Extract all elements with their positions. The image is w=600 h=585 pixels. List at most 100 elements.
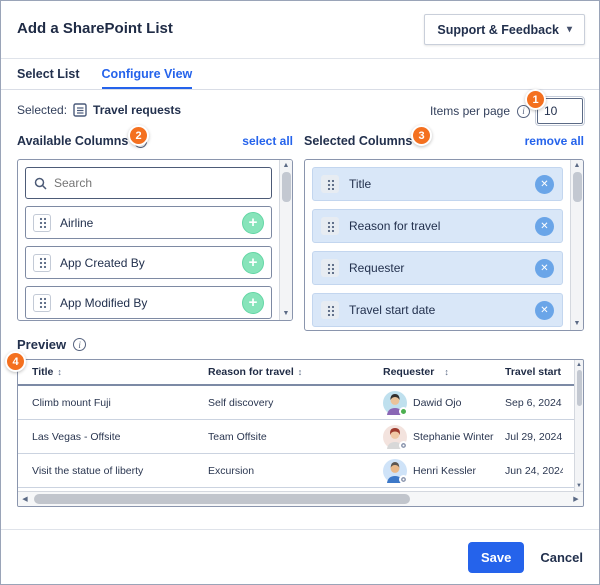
info-icon[interactable]: i <box>517 104 530 118</box>
selected-column-row[interactable]: Requester ✕ <box>312 251 563 285</box>
remove-column-button[interactable]: ✕ <box>535 300 554 320</box>
table-row: Climb mount Fuji Self discovery Dawid Oj… <box>18 386 574 420</box>
selected-label: Selected: <box>17 103 68 117</box>
requester-name: Henri Kessler <box>413 464 477 477</box>
scrollbar-thumb[interactable] <box>572 172 582 202</box>
support-feedback-button[interactable]: Support & Feedback ▾ <box>424 14 585 45</box>
selected-column-label: Title <box>349 177 372 191</box>
available-column-label: App Created By <box>60 255 145 270</box>
cell-requester: Henri Kessler <box>383 458 505 483</box>
search-box[interactable] <box>25 167 272 199</box>
drag-handle-icon[interactable] <box>33 253 51 272</box>
tab-select-list[interactable]: Select List <box>17 67 80 81</box>
footer: Save Cancel <box>467 542 583 573</box>
items-per-page-label: Items per page <box>429 104 510 118</box>
scroll-down-icon[interactable]: ▼ <box>282 310 290 317</box>
save-button[interactable]: Save <box>467 542 525 573</box>
scroll-down-icon[interactable]: ▼ <box>573 320 581 327</box>
cancel-button[interactable]: Cancel <box>540 550 583 565</box>
table-row: Las Vegas - Offsite Team Offsite Stephan… <box>18 420 574 454</box>
available-scrollbar[interactable]: ▲ ▼ <box>279 160 292 320</box>
chevron-down-icon: ▾ <box>566 24 572 35</box>
select-all-link[interactable]: select all <box>242 134 293 148</box>
items-per-page-group: Items per page i <box>429 96 585 126</box>
selected-columns-header: Selected Columns remove all <box>304 134 584 148</box>
scrollbar-track[interactable] <box>32 492 569 506</box>
selected-column-label: Requester <box>349 261 405 275</box>
preview-header: Preview i <box>17 337 87 352</box>
annotation-badge-2: 2 <box>128 125 149 146</box>
add-column-button[interactable]: + <box>242 291 264 314</box>
add-column-button[interactable]: + <box>242 251 264 274</box>
drag-handle-icon[interactable] <box>321 217 339 235</box>
table-row: Visit the statue of liberty Excursion He… <box>18 454 574 488</box>
annotation-badge-3: 3 <box>411 125 432 146</box>
remove-column-button[interactable]: ✕ <box>535 216 554 236</box>
available-column-label: App Modified By <box>60 295 148 310</box>
remove-all-link[interactable]: remove all <box>524 134 584 148</box>
avatar <box>383 424 408 449</box>
cell-date: Jul 29, 2024 <box>505 430 563 443</box>
avatar <box>383 458 408 483</box>
add-column-button[interactable]: + <box>242 211 264 234</box>
preview-title: Preview <box>17 337 67 352</box>
selected-column-label: Travel start date <box>349 303 436 317</box>
drag-handle-icon[interactable] <box>33 213 51 232</box>
drag-handle-icon[interactable] <box>321 259 339 277</box>
cell-reason: Excursion <box>208 464 255 477</box>
cell-requester: Stephanie Winter <box>383 424 505 449</box>
cell-date: Jun 24, 2024 <box>505 464 563 477</box>
scrollbar-thumb[interactable] <box>576 370 582 406</box>
sort-icon: ↕ <box>57 367 62 377</box>
tab-configure-view[interactable]: Configure View <box>101 67 193 90</box>
scroll-down-icon[interactable]: ▼ <box>576 483 582 489</box>
available-columns-header: Available Columns i select all <box>17 134 293 148</box>
scrollbar-thumb[interactable] <box>281 172 291 202</box>
presence-offline-icon <box>399 474 408 483</box>
requester-name: Stephanie Winter <box>413 430 494 443</box>
selected-columns-panel: Title ✕ Reason for travel ✕ Requester ✕ … <box>304 159 584 331</box>
cell-title: Climb mount Fuji <box>32 396 111 409</box>
scroll-left-icon[interactable]: ◀ <box>22 496 28 503</box>
preview-vertical-scrollbar[interactable]: ▲ ▼ <box>574 360 583 491</box>
column-header-title[interactable]: Title↕ <box>32 366 62 378</box>
available-column-row[interactable]: App Modified By + <box>25 286 272 319</box>
presence-available-icon <box>399 406 408 415</box>
requester-name: Dawid Ojo <box>413 396 462 409</box>
column-header-date[interactable]: Travel start date <box>505 366 563 378</box>
scroll-up-icon[interactable]: ▲ <box>576 362 582 368</box>
selected-column-row[interactable]: Reason for travel ✕ <box>312 209 563 243</box>
support-feedback-label: Support & Feedback <box>437 22 559 37</box>
column-header-requester[interactable]: Requester↕ <box>383 366 449 378</box>
column-header-reason[interactable]: Reason for travel↕ <box>208 366 303 378</box>
presence-offline-icon <box>399 440 408 449</box>
selected-column-row[interactable]: Travel start date ✕ <box>312 293 563 327</box>
scrollbar-thumb[interactable] <box>34 494 410 504</box>
preview-table-panel: Title↕ Reason for travel↕ Requester↕ Tra… <box>17 359 584 507</box>
preview-table-header-row: Title↕ Reason for travel↕ Requester↕ Tra… <box>18 360 574 386</box>
drag-handle-icon[interactable] <box>321 301 339 319</box>
tab-bar: Select List Configure View <box>17 67 193 90</box>
remove-column-button[interactable]: ✕ <box>535 174 554 194</box>
search-input[interactable] <box>54 176 263 190</box>
selected-columns-title: Selected Columns <box>304 134 413 148</box>
info-icon[interactable]: i <box>73 338 87 351</box>
selected-scrollbar[interactable]: ▲ ▼ <box>570 160 583 330</box>
search-icon <box>34 177 47 190</box>
available-column-row[interactable]: App Created By + <box>25 246 272 279</box>
drag-handle-icon[interactable] <box>33 293 51 312</box>
tab-bar-divider <box>1 89 599 90</box>
drag-handle-icon[interactable] <box>321 175 339 193</box>
remove-column-button[interactable]: ✕ <box>535 258 554 278</box>
selected-column-label: Reason for travel <box>349 219 441 233</box>
selected-column-row[interactable]: Title ✕ <box>312 167 563 201</box>
scroll-up-icon[interactable]: ▲ <box>282 162 290 169</box>
annotation-badge-4: 4 <box>5 351 26 372</box>
sort-icon: ↕ <box>297 367 303 377</box>
cell-requester: Dawid Ojo <box>383 390 505 415</box>
scroll-right-icon[interactable]: ▶ <box>573 496 579 503</box>
preview-horizontal-scrollbar[interactable]: ◀ ▶ <box>18 491 583 506</box>
selected-list-name: Travel requests <box>93 103 182 117</box>
scroll-up-icon[interactable]: ▲ <box>573 162 581 169</box>
available-column-row[interactable]: Airline + <box>25 206 272 239</box>
